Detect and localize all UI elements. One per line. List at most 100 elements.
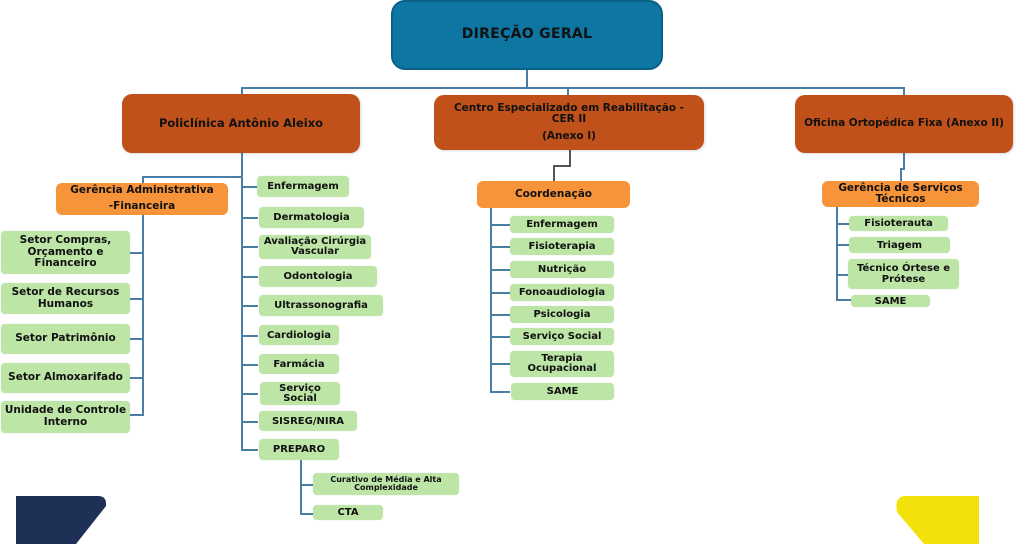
connector bbox=[490, 314, 510, 316]
connector bbox=[836, 207, 838, 301]
connector bbox=[142, 176, 243, 178]
connector bbox=[241, 246, 258, 248]
connector bbox=[241, 393, 258, 395]
connector bbox=[130, 252, 144, 254]
node-label: Setor de Recursos Humanos bbox=[11, 285, 120, 310]
node-label: Setor Almoxarifado bbox=[8, 371, 123, 384]
node-service: Triagem bbox=[849, 237, 950, 253]
decorative-shape-left bbox=[16, 496, 107, 544]
node-label: Setor Compras, Orçamento e Financeiro bbox=[19, 234, 112, 270]
node-label: Gerência de Serviços Técnicos bbox=[838, 181, 963, 205]
node-service: Técnico Órtese e Prótese bbox=[848, 259, 959, 289]
node-label: Terapia Ocupacional bbox=[527, 352, 597, 374]
node-label: (Anexo I) bbox=[542, 129, 596, 142]
node-label: Psicologia bbox=[533, 309, 591, 320]
node-label: Triagem bbox=[876, 239, 923, 251]
connector bbox=[490, 246, 510, 248]
node-service: Cardiologia bbox=[259, 325, 339, 345]
node-service: PREPARO bbox=[259, 439, 339, 460]
node-admin-sector: Setor Compras, Orçamento e Financeiro bbox=[1, 231, 130, 274]
connector bbox=[142, 176, 144, 184]
connector bbox=[241, 364, 258, 366]
connector bbox=[241, 276, 258, 278]
node-service: Enfermagem bbox=[257, 176, 349, 197]
node-admin-sector: Setor Almoxarifado bbox=[1, 363, 130, 393]
node-label: Curativo de Média e Alta Complexidade bbox=[330, 474, 442, 492]
node-service: Avaliação Cirúrgia Vascular bbox=[259, 235, 371, 259]
node-label: Odontologia bbox=[283, 271, 353, 282]
node-service: Fisioterauta bbox=[849, 216, 948, 231]
node-direcao-geral: DIREÇÃO GERAL bbox=[391, 0, 663, 70]
node-label: Cardiologia bbox=[266, 329, 332, 341]
node-label: PREPARO bbox=[272, 444, 326, 455]
node-service: Serviço Social bbox=[260, 382, 340, 405]
node-coordenacao: Coordenação bbox=[477, 181, 630, 208]
connector bbox=[241, 421, 258, 423]
connector bbox=[241, 87, 905, 89]
node-label: Setor Patrimônio bbox=[15, 332, 116, 345]
connector bbox=[490, 363, 510, 365]
node-label: Técnico Órtese e Prótese bbox=[856, 263, 951, 285]
node-label: CER II bbox=[551, 113, 587, 126]
node-service: Farmácia bbox=[259, 354, 339, 374]
node-policlinica: Policlínica Antônio Aleixo bbox=[122, 94, 360, 153]
node-label: Oficina Ortopédica Fixa (Anexo II) bbox=[804, 117, 1004, 130]
connector bbox=[569, 150, 571, 167]
connector bbox=[490, 391, 510, 393]
connector bbox=[903, 87, 905, 95]
node-admin-sector: Unidade de Controle Interno bbox=[1, 401, 130, 433]
node-service: Terapia Ocupacional bbox=[510, 351, 614, 377]
node-label: -Financeira bbox=[108, 200, 176, 212]
node-service: Serviço Social bbox=[510, 328, 614, 345]
connector bbox=[526, 70, 528, 88]
connector bbox=[567, 87, 569, 95]
node-service: Nutrição bbox=[510, 261, 614, 278]
node-preparo-child: Curativo de Média e Alta Complexidade bbox=[313, 473, 459, 495]
connector bbox=[130, 298, 144, 300]
node-label: Dermatologia bbox=[273, 212, 350, 223]
node-cer: Centro Especializado em Reabilitação - C… bbox=[434, 95, 704, 150]
node-label: Coordenação bbox=[514, 187, 593, 200]
connector bbox=[490, 224, 510, 226]
connector bbox=[903, 153, 905, 169]
node-service: Fonoaudiologia bbox=[510, 284, 614, 301]
connector bbox=[130, 338, 144, 340]
connector bbox=[836, 223, 849, 225]
node-service: Odontologia bbox=[259, 266, 377, 287]
node-label: Ultrassonografia bbox=[274, 300, 368, 311]
connector bbox=[553, 165, 555, 181]
connector bbox=[241, 305, 258, 307]
node-service: Ultrassonografia bbox=[259, 295, 383, 316]
node-preparo-child: CTA bbox=[313, 505, 383, 520]
node-admin-sector: Setor de Recursos Humanos bbox=[1, 283, 130, 314]
node-label: Gerência Administrativa bbox=[70, 184, 214, 197]
node-gerencia-administrativa: Gerência Administrativa -Financeira bbox=[56, 183, 228, 215]
connector bbox=[553, 165, 571, 167]
connector bbox=[900, 168, 905, 170]
node-service: Fisioterapia bbox=[510, 238, 614, 255]
connector bbox=[490, 208, 492, 392]
node-label: SAME bbox=[874, 295, 907, 307]
connector bbox=[241, 186, 258, 188]
node-label: SAME bbox=[546, 386, 579, 397]
connector bbox=[490, 292, 510, 294]
connector bbox=[490, 336, 510, 338]
connector bbox=[836, 244, 849, 246]
node-label: Nutrição bbox=[537, 264, 587, 275]
connector bbox=[241, 335, 258, 337]
node-service: SISREG/NIRA bbox=[259, 411, 357, 431]
connector bbox=[241, 153, 243, 451]
connector bbox=[900, 168, 902, 182]
node-label: CTA bbox=[337, 507, 359, 518]
node-admin-sector: Setor Patrimônio bbox=[1, 324, 130, 354]
connector bbox=[130, 377, 144, 379]
connector bbox=[836, 274, 849, 276]
node-oficina: Oficina Ortopédica Fixa (Anexo II) bbox=[795, 95, 1013, 153]
node-label: Centro Especializado em Reabilitação - bbox=[453, 101, 685, 114]
node-service: SAME bbox=[511, 383, 614, 400]
node-label: DIREÇÃO GERAL bbox=[461, 26, 593, 43]
node-gerencia-servicos-tecnicos: Gerência de Serviços Técnicos bbox=[822, 181, 979, 207]
node-label: Fonoaudiologia bbox=[518, 287, 606, 298]
node-label: Fisioterauta bbox=[864, 218, 933, 229]
node-service: Psicologia bbox=[510, 306, 614, 323]
